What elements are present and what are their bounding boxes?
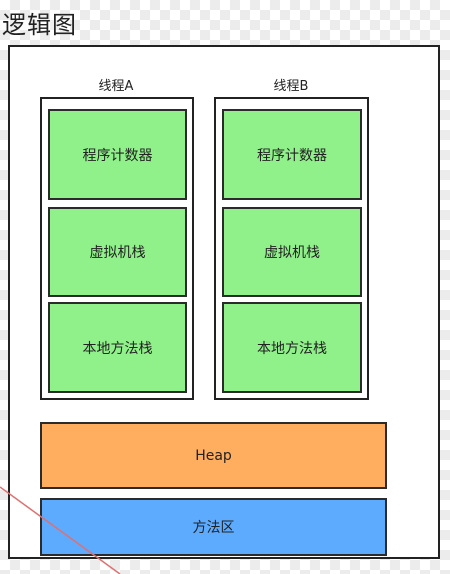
thread-a-program-counter: 程序计数器 xyxy=(48,109,187,200)
thread-b-program-counter: 程序计数器 xyxy=(222,109,362,200)
thread-a-native-method-stack: 本地方法栈 xyxy=(48,302,187,393)
diagram-title: 逻辑图 xyxy=(2,11,77,39)
thread-b-native-method-stack: 本地方法栈 xyxy=(222,302,362,393)
method-area: 方法区 xyxy=(40,498,387,556)
thread-a-vm-stack: 虚拟机栈 xyxy=(48,207,187,297)
thread-b-vm-stack: 虚拟机栈 xyxy=(222,207,362,297)
thread-a-label: 线程A xyxy=(98,79,134,94)
heap-area: Heap xyxy=(40,422,387,489)
thread-b-label: 线程B xyxy=(273,79,309,94)
connector-line-segment xyxy=(0,486,121,574)
